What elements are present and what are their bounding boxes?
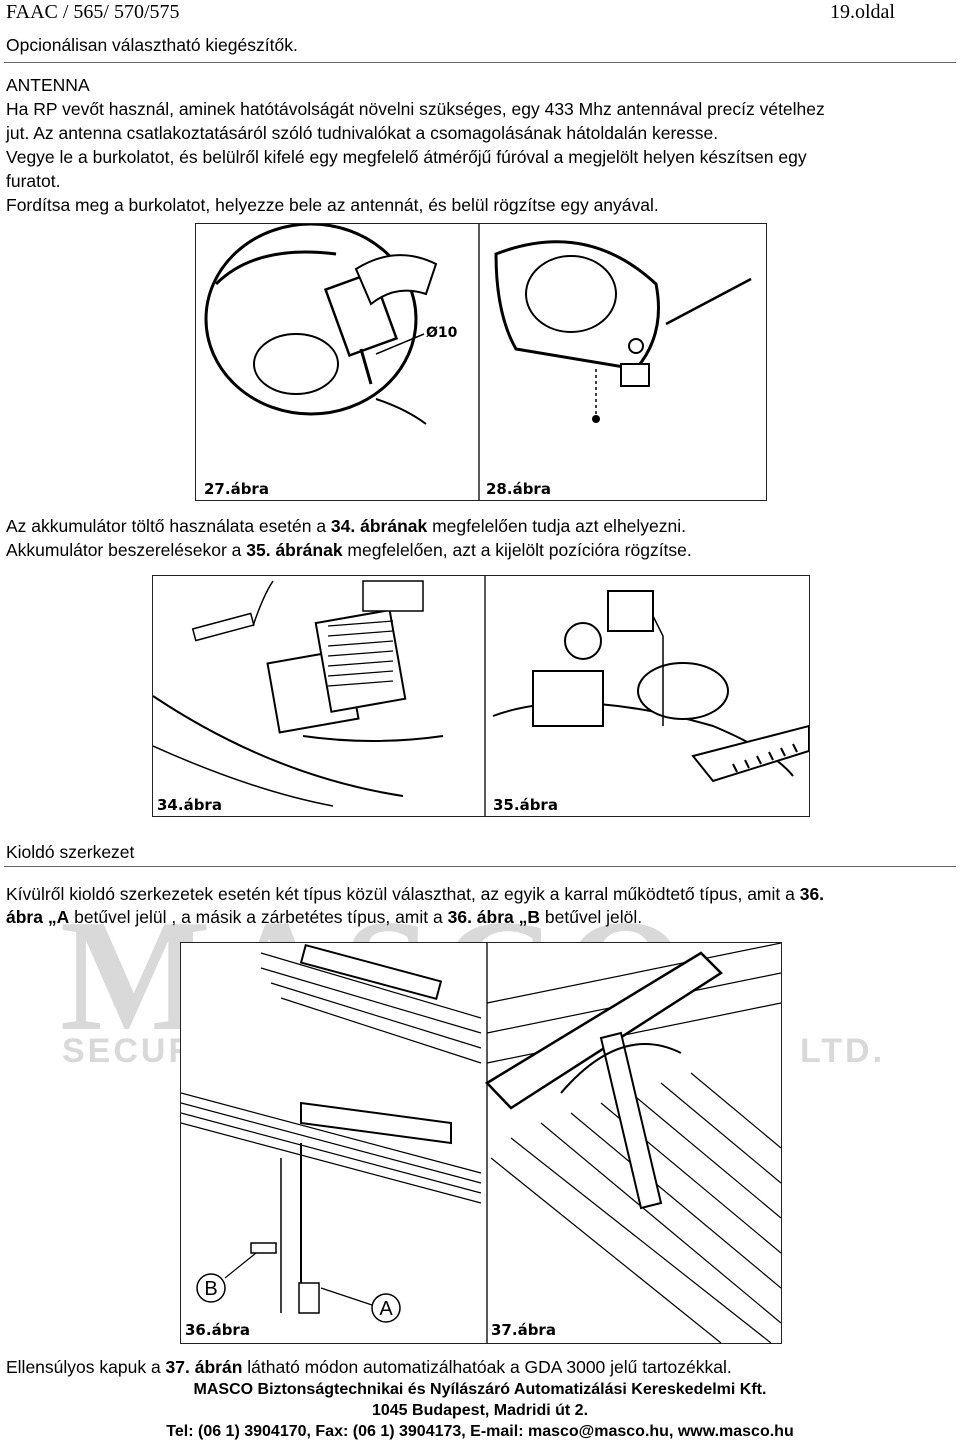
counterweight-a: Ellensúlyos kapuk a — [6, 1357, 166, 1377]
release-line-1-a: Kívülről kioldó szerkezetek esetén két t… — [6, 884, 800, 904]
watermark-secur: SECUR — [62, 1032, 197, 1070]
antenna-line-5: Fordítsa meg a burkolatot, helyezze bele… — [6, 195, 659, 215]
caption-27: 27.ábra — [204, 480, 269, 498]
antenna-line-1: Ha RP vevőt használ, aminek hatótávolság… — [6, 99, 825, 119]
battery-line-1-a: Az akkumulátor töltő használata esetén a — [6, 516, 331, 536]
release-line-2-d: betűvel jelöl. — [540, 907, 643, 927]
figure-27-28-drawing: Ø10 — [204, 224, 752, 500]
caption-35: 35.ábra — [493, 796, 558, 814]
header-page-number: 19.oldal — [830, 1, 895, 23]
release-line-1: Kívülről kioldó szerkezetek esetén két t… — [6, 882, 824, 906]
caption-34: 34.ábra — [157, 796, 222, 814]
header-left: FAAC / 565/ 570/575 — [6, 1, 180, 23]
antenna-line-3: Vegye le a burkolatot, és belülről kifel… — [6, 147, 807, 167]
figure-36-37: B A 36.ábra 37.ábra — [180, 942, 782, 1344]
figure-34-35: 34.ábra 35.ábra — [152, 575, 810, 817]
battery-line-2: Akkumulátor beszerelésekor a 35. ábrának… — [6, 538, 692, 562]
title-divider — [4, 62, 956, 63]
battery-line-2-c: megfelelően, azt a kijelölt pozícióra rö… — [342, 540, 692, 560]
battery-line-2-ref: 35. ábrának — [246, 540, 343, 560]
antenna-heading: ANTENNA — [6, 75, 90, 95]
footer-contact: Tel: (06 1) 3904170, Fax: (06 1) 3904173… — [166, 1423, 794, 1440]
counterweight-ref: 37. ábrán — [165, 1357, 243, 1377]
battery-line-1-c: megfelelően tudja azt elhelyezni. — [427, 516, 687, 536]
release-heading: Kioldó szerkezet — [6, 842, 135, 862]
label-a: A — [379, 1298, 393, 1320]
antenna-line-4: furatot. — [6, 171, 61, 191]
footer-company: MASCO Biztonságtechnikai és Nyílászáró A… — [193, 1381, 767, 1398]
release-line-1-ref: 36. — [799, 884, 825, 904]
release-line-2: ábra „A betűvel jelül , a másik a zárbet… — [6, 905, 642, 929]
antenna-line-2: jut. Az antenna csatlakoztatásáról szóló… — [6, 123, 719, 143]
drill-diameter-label: Ø10 — [426, 325, 458, 341]
battery-line-1-ref: 34. ábrának — [330, 516, 428, 536]
caption-28: 28.ábra — [486, 480, 551, 498]
section-title: Opcionálisan választható kiegészítők. — [6, 35, 298, 55]
release-line-2-ref-a: ábra „A — [6, 907, 70, 927]
release-line-2-b: betűvel jelül , a másik a zárbetétes típ… — [69, 907, 448, 927]
label-b: B — [204, 1278, 217, 1300]
battery-line-1: Az akkumulátor töltő használata esetén a… — [6, 514, 686, 538]
release-divider — [4, 866, 956, 867]
watermark-ltd: LTD. — [800, 1032, 886, 1070]
battery-line-2-a: Akkumulátor beszerelésekor a — [6, 540, 247, 560]
figure-27-28: Ø10 27.ábra 28.ábra — [195, 223, 767, 501]
figure-34-35-drawing — [153, 576, 809, 816]
figure-36-37-drawing: B A — [181, 943, 781, 1343]
release-line-2-ref-b: 36. ábra „B — [447, 907, 541, 927]
caption-36: 36.ábra — [185, 1321, 250, 1339]
counterweight-line: Ellensúlyos kapuk a 37. ábrán látható mó… — [6, 1355, 732, 1379]
caption-37: 37.ábra — [491, 1321, 556, 1339]
footer-address: 1045 Budapest, Madridi út 2. — [371, 1402, 589, 1419]
counterweight-c: látható módon automatizálhatóak a GDA 30… — [242, 1357, 732, 1377]
